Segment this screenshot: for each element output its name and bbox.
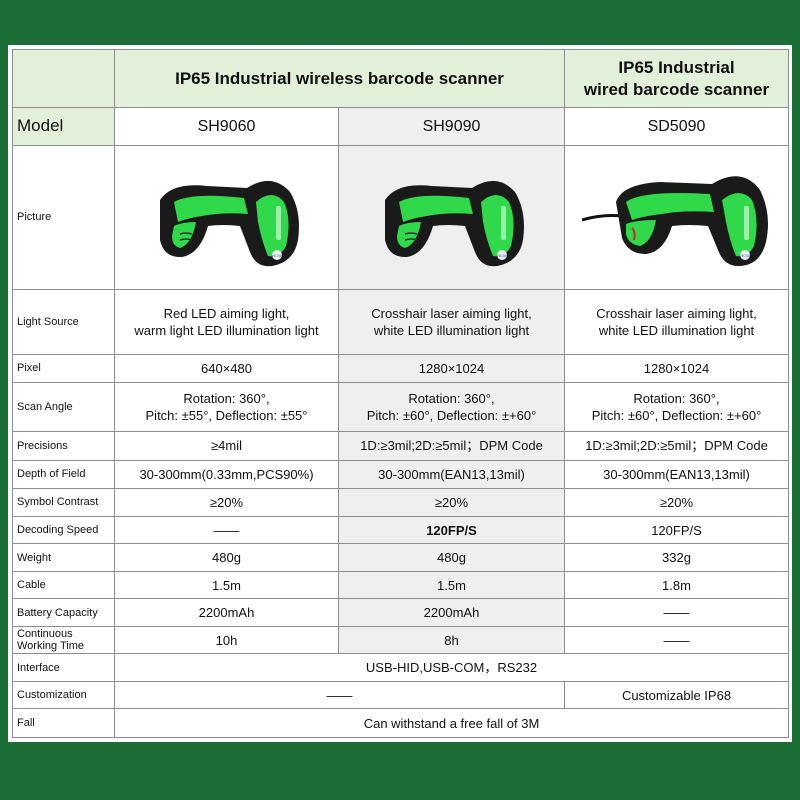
- light-source-sh9090: Crosshair laser aiming light, white LED …: [338, 288, 565, 355]
- symbol-contrast-row: Symbol Contrast ≥20% ≥20% ≥20%: [12, 488, 789, 517]
- battery-capacity-label: Battery Capacity: [12, 598, 115, 627]
- symbol-contrast-label: Symbol Contrast: [12, 488, 115, 517]
- light-source-line: warm light LED illumination light: [134, 322, 319, 338]
- wired-title: IP65 Industrial wired barcode scanner: [564, 48, 789, 109]
- picture-row: Picture: [12, 144, 789, 290]
- spec-sheet: IP65 Industrial wireless barcode scanner…: [8, 45, 792, 742]
- light-source-line: Crosshair laser aiming light,: [371, 305, 532, 321]
- pixel-label: Pixel: [12, 353, 115, 384]
- precisions-row: Precisions ≥4mil 1D:≥3mil;2D:≥5mil；DPM C…: [12, 431, 789, 461]
- wired-title-line2: wired barcode scanner: [583, 79, 770, 99]
- scan-angle-sh9060: Rotation: 360°, Pitch: ±55°, Deflection:…: [114, 382, 339, 433]
- depth-of-field-row: Depth of Field 30-300mm(0.33mm,PCS90%) 3…: [12, 459, 789, 490]
- wireless-title: IP65 Industrial wireless barcode scanner: [114, 48, 565, 109]
- light-source-line: white LED illumination light: [598, 322, 755, 338]
- scan-angle-line: Pitch: ±55°, Deflection: ±55°: [145, 408, 308, 424]
- scan-angle-label: Scan Angle: [12, 382, 115, 433]
- scan-angle-line: Pitch: ±60°, Deflection: ±+60°: [591, 408, 762, 424]
- depth-of-field-sh9090: 30-300mm(EAN13,13mil): [338, 459, 565, 490]
- scan-angle-line: Rotation: 360°,: [183, 391, 270, 407]
- customization-wireless: ——: [114, 680, 565, 710]
- light-source-label: Light Source: [12, 288, 115, 355]
- precisions-label: Precisions: [12, 431, 115, 461]
- weight-sh9090: 480g: [338, 543, 565, 572]
- continuous-working-time-sh9060: 10h: [114, 625, 339, 655]
- wired-scanner-icon: [582, 162, 772, 272]
- depth-of-field-sd5090: 30-300mm(EAN13,13mil): [564, 459, 789, 490]
- cable-label: Cable: [12, 570, 115, 600]
- continuous-working-time-sh9090: 8h: [338, 625, 565, 655]
- interface-row: Interface USB-HID,USB-COM，RS232: [12, 653, 789, 682]
- pixel-sh9090: 1280×1024: [338, 353, 565, 384]
- continuous-working-time-label: Continuous Working Time: [12, 625, 115, 655]
- fall-value: Can withstand a free fall of 3M: [114, 708, 789, 738]
- symbol-contrast-sh9090: ≥20%: [338, 488, 565, 517]
- scan-angle-line: Rotation: 360°,: [408, 391, 495, 407]
- customization-label: Customization: [12, 680, 115, 710]
- scan-angle-sd5090: Rotation: 360°, Pitch: ±60°, Deflection:…: [564, 382, 789, 433]
- decoding-speed-label: Decoding Speed: [12, 515, 115, 545]
- model-row: Model SH9060 SH9090 SD5090: [12, 107, 789, 146]
- decoding-speed-sd5090: 120FP/S: [564, 515, 789, 545]
- weight-sh9060: 480g: [114, 543, 339, 572]
- light-source-sd5090: Crosshair laser aiming light, white LED …: [564, 288, 789, 355]
- picture-sh9090: [338, 144, 565, 290]
- light-source-sh9060: Red LED aiming light, warm light LED ill…: [114, 288, 339, 355]
- wired-title-line1: IP65 Industrial: [618, 57, 735, 77]
- scan-angle-sh9090: Rotation: 360°, Pitch: ±60°, Deflection:…: [338, 382, 565, 433]
- scan-angle-row: Scan Angle Rotation: 360°, Pitch: ±55°, …: [12, 382, 789, 433]
- light-source-line: Red LED aiming light,: [163, 305, 290, 321]
- customization-row: Customization —— Customizable IP68: [12, 680, 789, 710]
- weight-row: Weight 480g 480g 332g: [12, 543, 789, 572]
- weight-sd5090: 332g: [564, 543, 789, 572]
- model-sh9090: SH9090: [338, 107, 565, 146]
- battery-capacity-sh9060: 2200mAh: [114, 598, 339, 627]
- model-sh9060: SH9060: [114, 107, 339, 146]
- light-source-line: Crosshair laser aiming light,: [596, 305, 757, 321]
- depth-of-field-label: Depth of Field: [12, 459, 115, 490]
- pixel-sd5090: 1280×1024: [564, 353, 789, 384]
- symbol-contrast-sd5090: ≥20%: [564, 488, 789, 517]
- corner-cell: [12, 48, 115, 109]
- symbol-contrast-sh9060: ≥20%: [114, 488, 339, 517]
- cable-sd5090: 1.8m: [564, 570, 789, 600]
- continuous-working-time-row: Continuous Working Time 10h 8h ——: [12, 625, 789, 655]
- battery-capacity-sd5090: ——: [564, 598, 789, 627]
- cable-sh9090: 1.5m: [338, 570, 565, 600]
- picture-label: Picture: [12, 144, 115, 290]
- decoding-speed-sh9090: 120FP/S: [338, 515, 565, 545]
- comparison-table: IP65 Industrial wireless barcode scanner…: [12, 48, 789, 738]
- cable-row: Cable 1.5m 1.5m 1.8m: [12, 570, 789, 600]
- scan-angle-line: Pitch: ±60°, Deflection: ±+60°: [366, 408, 537, 424]
- wireless-scanner-icon: [152, 162, 302, 272]
- interface-label: Interface: [12, 653, 115, 682]
- customization-wired: Customizable IP68: [564, 680, 789, 710]
- precisions-sh9090: 1D:≥3mil;2D:≥5mil；DPM Code: [338, 431, 565, 461]
- pixel-row: Pixel 640×480 1280×1024 1280×1024: [12, 353, 789, 384]
- interface-value: USB-HID,USB-COM，RS232: [114, 653, 789, 682]
- model-sd5090: SD5090: [564, 107, 789, 146]
- light-source-line: white LED illumination light: [373, 322, 530, 338]
- battery-capacity-row: Battery Capacity 2200mAh 2200mAh ——: [12, 598, 789, 627]
- precisions-sd5090: 1D:≥3mil;2D:≥5mil；DPM Code: [564, 431, 789, 461]
- continuous-working-time-sd5090: ——: [564, 625, 789, 655]
- picture-sd5090: [564, 144, 789, 290]
- model-label: Model: [12, 107, 115, 146]
- decoding-speed-row: Decoding Speed —— 120FP/S 120FP/S: [12, 515, 789, 545]
- fall-row: Fall Can withstand a free fall of 3M: [12, 708, 789, 738]
- light-source-row: Light Source Red LED aiming light, warm …: [12, 288, 789, 355]
- pixel-sh9060: 640×480: [114, 353, 339, 384]
- picture-sh9060: [114, 144, 339, 290]
- wireless-scanner-icon: [377, 162, 527, 272]
- weight-label: Weight: [12, 543, 115, 572]
- cable-sh9060: 1.5m: [114, 570, 339, 600]
- fall-label: Fall: [12, 708, 115, 738]
- precisions-sh9060: ≥4mil: [114, 431, 339, 461]
- scan-angle-line: Rotation: 360°,: [633, 391, 720, 407]
- battery-capacity-sh9090: 2200mAh: [338, 598, 565, 627]
- depth-of-field-sh9060: 30-300mm(0.33mm,PCS90%): [114, 459, 339, 490]
- title-row: IP65 Industrial wireless barcode scanner…: [12, 48, 789, 109]
- decoding-speed-sh9060: ——: [114, 515, 339, 545]
